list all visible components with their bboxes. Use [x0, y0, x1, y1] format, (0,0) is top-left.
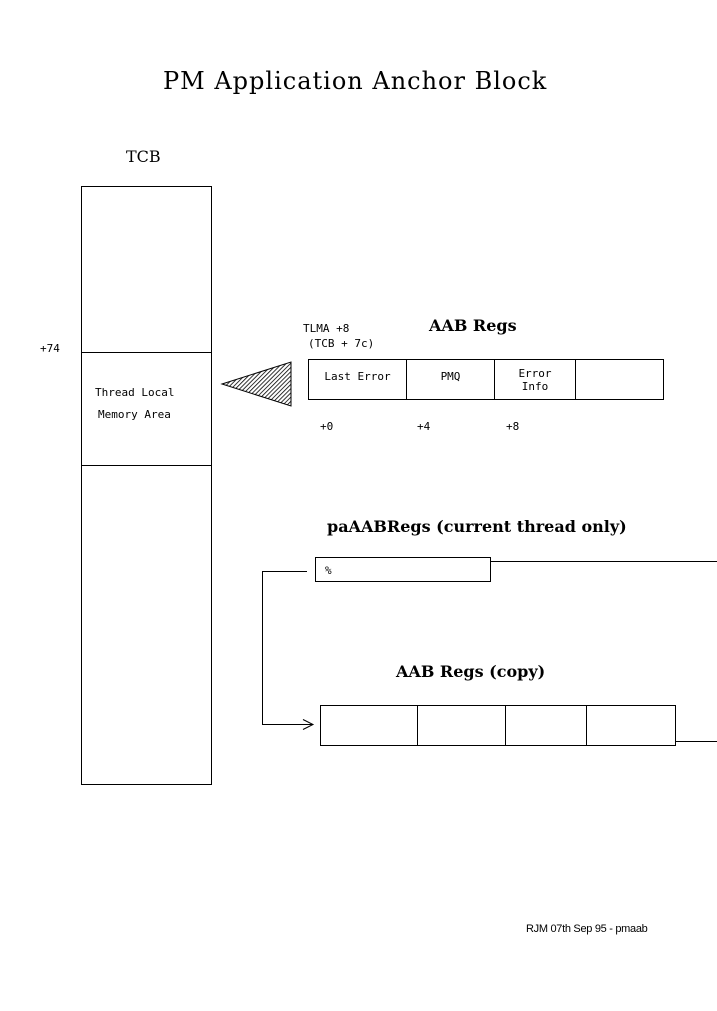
tlma-pointer-arrow: [220, 361, 292, 407]
paaabregs-value: %: [325, 564, 332, 577]
aab-regs-box: [308, 359, 664, 400]
copy-connector: [262, 571, 312, 725]
aab-cell-error-line2: Info: [521, 380, 549, 393]
tlma-label-line1: Thread Local: [95, 386, 175, 399]
aab-regs-copy-box: [320, 705, 676, 746]
copy-connector-arrowhead: [302, 719, 315, 730]
page-title: PM Application Anchor Block: [163, 67, 548, 95]
aab-cell-pmq: PMQ: [440, 370, 461, 383]
tlma-label-line2: Memory Area: [98, 408, 171, 421]
aab-offset-4: +4: [417, 420, 431, 433]
aab-cell-error-line1: Error: [518, 367, 552, 380]
footer-credit: RJM 07th Sep 95 - pmaab: [526, 923, 648, 935]
tcb-box: [81, 186, 212, 785]
tlma-pointer-label-line1: TLMA +8: [303, 322, 350, 335]
aab-offset-8: +8: [506, 420, 520, 433]
tlma-pointer-label-line2: (TCB + 7c): [308, 337, 375, 350]
aab-cell-last-error: Last Error: [324, 370, 391, 383]
aab-offset-0: +0: [320, 420, 334, 433]
tcb-label: TCB: [126, 147, 161, 166]
aab-regs-title: AAB Regs: [429, 316, 517, 335]
paaabregs-box: [315, 557, 491, 582]
paaabregs-title: paAABRegs (current thread only): [327, 517, 627, 536]
aab-copy-title: AAB Regs (copy): [396, 662, 546, 681]
tcb-offset-label: +74: [40, 342, 60, 355]
